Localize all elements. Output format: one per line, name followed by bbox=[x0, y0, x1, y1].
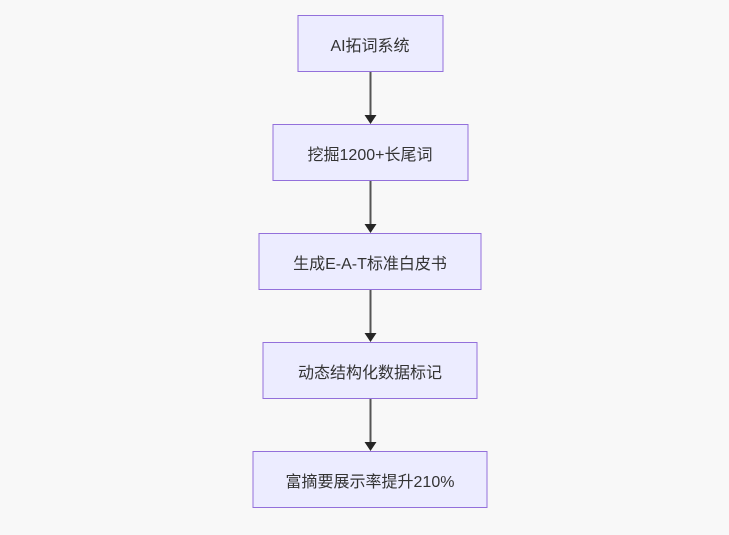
flow-node-label: AI拓词系统 bbox=[330, 37, 410, 55]
arrowhead-down-icon bbox=[364, 224, 376, 233]
arrow-line bbox=[369, 399, 371, 443]
arrowhead-down-icon bbox=[364, 333, 376, 342]
flow-node-structured-data: 动态结构化数据标记 bbox=[262, 342, 478, 399]
flow-node-eat-whitepaper: 生成E-A-T标准白皮书 bbox=[258, 233, 482, 290]
flow-node-label: 挖掘1200+长尾词 bbox=[307, 146, 433, 164]
flow-node-label: 生成E-A-T标准白皮书 bbox=[293, 255, 447, 273]
flowchart: AI拓词系统 挖掘1200+长尾词 生成E-A-T标准白皮书 动态结构化数据标记 bbox=[252, 15, 488, 508]
flow-node-ai-keyword-system: AI拓词系统 bbox=[297, 15, 443, 72]
flow-node-label: 动态结构化数据标记 bbox=[297, 364, 442, 382]
flow-arrow-4 bbox=[363, 399, 377, 451]
flow-node-longtail-mining: 挖掘1200+长尾词 bbox=[272, 124, 468, 181]
flow-node-label: 富摘要展示率提升210% bbox=[285, 473, 455, 491]
flow-arrow-3 bbox=[363, 290, 377, 342]
arrowhead-down-icon bbox=[364, 115, 376, 124]
flow-arrow-1 bbox=[363, 72, 377, 124]
arrow-line bbox=[369, 72, 371, 116]
flow-arrow-2 bbox=[363, 181, 377, 233]
flow-node-rich-snippet-result: 富摘要展示率提升210% bbox=[252, 451, 488, 508]
arrow-line bbox=[369, 181, 371, 225]
arrowhead-down-icon bbox=[364, 442, 376, 451]
arrow-line bbox=[369, 290, 371, 334]
